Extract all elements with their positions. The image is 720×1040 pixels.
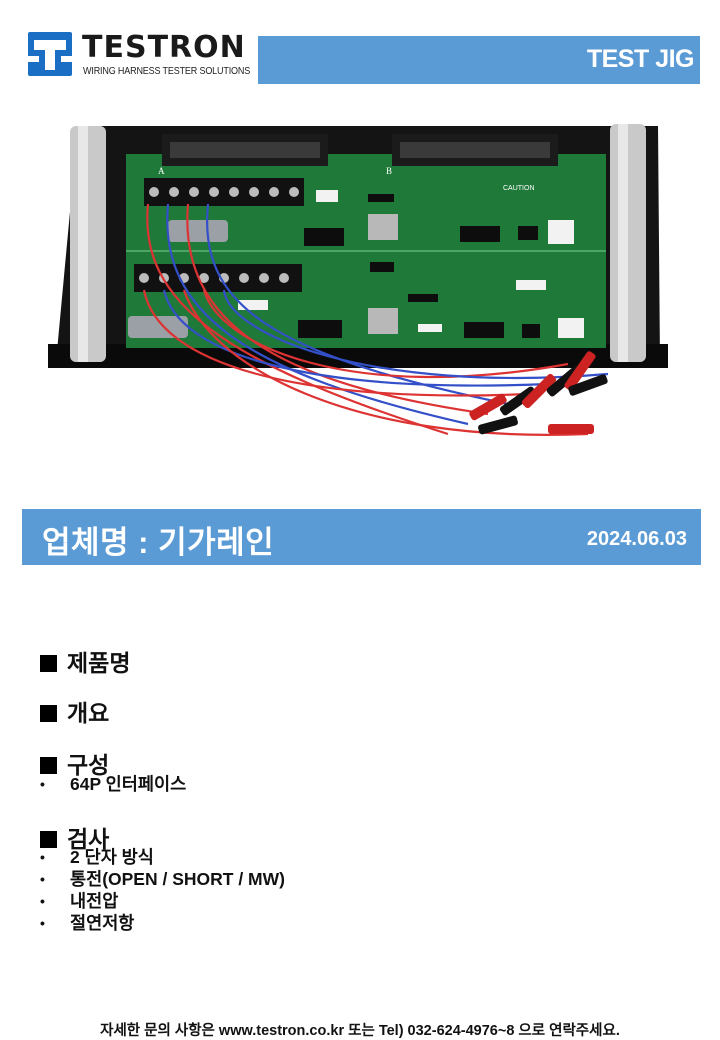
test-wires [142,203,609,436]
inspection-list: •2 단자 방식 •통전(OPEN / SHORT / MW) •내전압 •절연… [40,846,285,934]
list-item: •절연저항 [40,913,135,933]
config-list: •64P 인터페이스 [40,773,186,795]
section-inspection: 검사 [40,820,109,854]
contact-footer: 자세한 문의 사항은 www.testron.co.kr 또는 Tel) 032… [100,1023,620,1039]
header-bar: TEST JIG [258,36,700,84]
square-bullet-icon [40,831,57,848]
square-bullet-icon [40,705,57,722]
document-date: 2024.06.03 [586,528,687,550]
square-bullet-icon [40,655,57,672]
section-product: 제품명 [40,644,130,678]
brand-name: TESTRON [82,30,246,65]
section-config-heading: 구성 [67,752,110,778]
list-item: •2 단자 방식 [40,847,154,867]
label-a: A [158,166,165,176]
testron-logo-icon [28,32,72,76]
page-title: TEST JIG [586,45,695,73]
product-photo: A B CAUTION [48,124,668,436]
black-headers [298,194,540,338]
section-config: 구성 [40,746,109,780]
section-product-heading: 제품명 [67,650,131,676]
company-name: 업체명 : 기가레인 [42,525,275,560]
section-overview: 개요 [40,694,109,728]
bullet-dot-icon: • [40,776,45,792]
square-bullet-icon [40,757,57,774]
section-inspection-heading: 검사 [67,826,110,852]
company-bar: 업체명 : 기가레인 2024.06.03 [22,509,701,565]
list-item: •내전압 [40,891,119,911]
label-b: B [386,166,392,176]
brand-logo: TESTRON WIRING HARNESS TESTER SOLUTIONS [28,30,250,80]
list-item: •통전(OPEN / SHORT / MW) [40,869,285,889]
brand-tagline: WIRING HARNESS TESTER SOLUTIONS [83,65,251,77]
list-item: •64P 인터페이스 [40,774,187,794]
white-connectors [238,190,584,338]
bullet-dot-icon: • [40,849,45,865]
rj45-port [368,214,398,240]
alligator-clips [469,351,608,435]
bullet-dot-icon: • [40,871,45,887]
bullet-dot-icon: • [40,915,45,931]
dsub-connector [168,220,228,242]
section-overview-heading: 개요 [67,700,110,726]
caution-label: CAUTION [503,185,535,192]
bullet-dot-icon: • [40,893,45,909]
